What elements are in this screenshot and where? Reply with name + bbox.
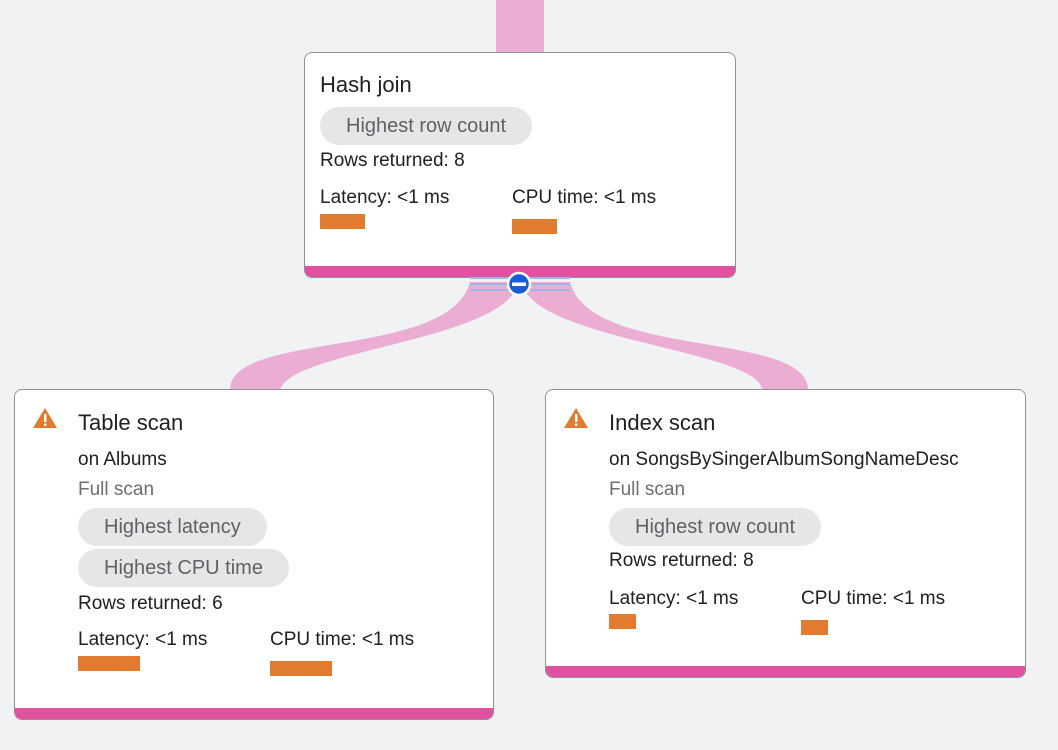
cpu-time-label: CPU time: <1 ms: [512, 187, 657, 208]
connector-hash-join-to-table-scan: [230, 282, 518, 390]
node-accent-bar: [305, 266, 735, 277]
node-title: Hash join: [320, 72, 412, 97]
collapse-minus-icon[interactable]: [506, 271, 532, 297]
badge-highest-row-count: Highest row count: [609, 508, 822, 546]
cpu-time-bar: [801, 620, 828, 635]
rows-returned: Rows returned: 8: [609, 550, 754, 571]
node-index-scan[interactable]: Index scan on SongsBySingerAlbumSongName…: [545, 389, 1026, 678]
node-subtitle: on Albums: [78, 449, 167, 470]
latency-label: Latency: <1 ms: [78, 629, 208, 650]
node-accent-bar: [15, 708, 493, 719]
cpu-time-bar: [270, 661, 332, 676]
cpu-time-label: CPU time: <1 ms: [801, 588, 946, 609]
latency-bar: [78, 656, 140, 671]
warning-icon: [33, 408, 57, 428]
badge-highest-latency: Highest latency: [78, 508, 267, 546]
node-accent-bar: [546, 666, 1025, 677]
latency-label: Latency: <1 ms: [320, 187, 450, 208]
node-table-scan[interactable]: Table scan on Albums Full scan Highest l…: [14, 389, 494, 720]
node-hash-join[interactable]: Hash join Highest row count Rows returne…: [304, 52, 736, 278]
connector-hash-join-to-index-scan: [522, 282, 808, 390]
cpu-time-label: CPU time: <1 ms: [270, 629, 415, 650]
cpu-time-bar: [512, 219, 557, 234]
node-title: Index scan: [609, 410, 716, 435]
badge-highest-cpu-time: Highest CPU time: [78, 549, 289, 587]
scan-type: Full scan: [609, 479, 686, 500]
node-subtitle: on SongsBySingerAlbumSongNameDesc: [609, 449, 959, 470]
scan-type: Full scan: [78, 479, 155, 500]
latency-bar: [609, 614, 636, 629]
connector-root-to-hash-join: [496, 0, 544, 54]
warning-icon: [564, 408, 588, 428]
badge-highest-row-count: Highest row count: [320, 107, 533, 145]
latency-bar: [320, 214, 365, 229]
collapse-children-button[interactable]: [470, 270, 570, 298]
latency-label: Latency: <1 ms: [609, 588, 739, 609]
rows-returned: Rows returned: 6: [78, 593, 223, 614]
node-title: Table scan: [78, 410, 184, 435]
rows-returned: Rows returned: 8: [320, 150, 465, 171]
